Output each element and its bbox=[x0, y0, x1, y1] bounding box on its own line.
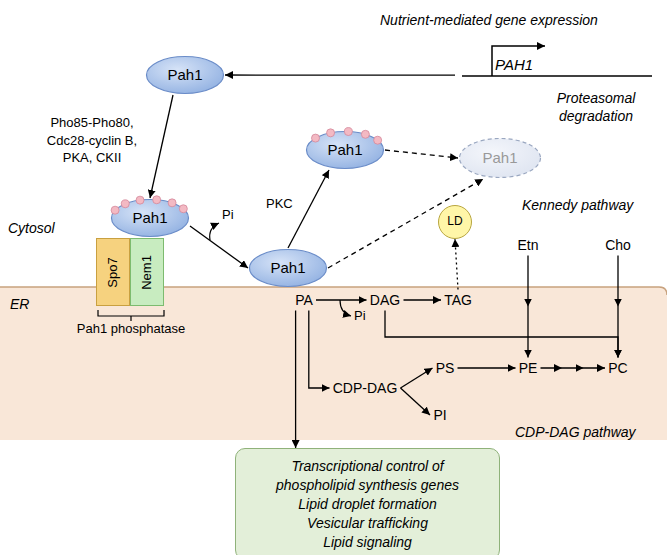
node-label: PC bbox=[608, 360, 627, 376]
precursor-name: Etn bbox=[514, 235, 542, 256]
annotation-label: Pho85-Pho80, Cdc28-cyclin B, PKA, CKII bbox=[36, 114, 148, 167]
connector bbox=[295, 311, 296, 449]
annotation-label: Pi bbox=[222, 207, 234, 223]
connector bbox=[458, 367, 516, 368]
connector bbox=[527, 256, 528, 358]
ellipse-shape bbox=[250, 250, 327, 287]
degraded-protein: Pah1 bbox=[458, 137, 542, 179]
node-label: DAG bbox=[370, 292, 400, 308]
er-membrane-band bbox=[0, 287, 667, 440]
phosphate-dot bbox=[121, 200, 129, 208]
connector bbox=[404, 299, 442, 300]
annotation-label: Pah1 phosphatase bbox=[70, 321, 192, 337]
function-text: Transcriptional control of phospholipid … bbox=[264, 457, 471, 495]
phosphate-dot bbox=[111, 206, 119, 214]
precursor-name: Cho bbox=[602, 235, 634, 256]
phosphate-dot bbox=[344, 128, 352, 136]
lipid-name: PE bbox=[516, 358, 541, 379]
node-label: CDP-DAG bbox=[333, 380, 398, 396]
node-label: PA bbox=[295, 292, 313, 308]
gene-promoter-arrow bbox=[492, 46, 545, 76]
edge-label: PKC bbox=[264, 196, 295, 212]
phosphate-dot bbox=[136, 196, 144, 204]
connector bbox=[401, 368, 433, 388]
lipid-name: PC bbox=[605, 358, 631, 379]
function-text: Vesicular trafficking bbox=[264, 514, 471, 533]
ellipse-shape bbox=[147, 57, 224, 94]
node-label: LD bbox=[447, 215, 462, 229]
phosphate-dot bbox=[327, 129, 335, 137]
node-label: PI bbox=[433, 407, 446, 423]
connector bbox=[309, 311, 330, 389]
node-label: PAH1 bbox=[495, 56, 533, 73]
lipid-name: DAG bbox=[367, 290, 404, 311]
connector bbox=[541, 367, 606, 368]
ellipse-shape bbox=[112, 200, 189, 237]
node-label: Pah1 bbox=[327, 141, 362, 158]
annotation-label: Proteasomal degradation bbox=[540, 90, 652, 125]
connector bbox=[190, 226, 248, 268]
phosphate-dot bbox=[168, 199, 176, 207]
node-label: Pah1 bbox=[167, 66, 202, 83]
connector bbox=[316, 299, 367, 300]
annotation-label: Nutrient-mediated gene expression bbox=[380, 12, 598, 30]
gene-label: PAH1 bbox=[455, 36, 650, 80]
connector bbox=[225, 74, 455, 75]
bracket bbox=[98, 310, 164, 321]
connector bbox=[385, 311, 618, 358]
node-label: Cho bbox=[605, 237, 631, 253]
gene-baseline bbox=[462, 75, 652, 77]
phosphate-release-arrow bbox=[210, 223, 219, 240]
membrane-protein: Spo7 bbox=[96, 238, 130, 306]
function-box: Transcriptional control of phospholipid … bbox=[235, 448, 500, 555]
function-text: Lipid droplet formation bbox=[264, 495, 471, 514]
node-label: TAG bbox=[444, 292, 472, 308]
node-label: Spo7 bbox=[106, 257, 121, 287]
lipid-name: CDP-DAG bbox=[330, 378, 401, 399]
ellipse-shape bbox=[460, 139, 541, 178]
connector bbox=[150, 95, 173, 198]
node-label: Pah1 bbox=[270, 259, 305, 276]
membrane-protein: Nem1 bbox=[130, 238, 164, 306]
connector bbox=[455, 239, 458, 290]
protein-ellipse: Pah1 bbox=[248, 248, 328, 288]
node-label: Nem1 bbox=[140, 255, 155, 290]
phosphate-dot bbox=[374, 136, 382, 144]
phosphorylated-protein: Pah1 bbox=[305, 130, 385, 170]
annotation-label: Kennedy pathway bbox=[522, 197, 633, 215]
annotation-label: CDP-DAG pathway bbox=[515, 424, 636, 442]
phosphate-dot bbox=[361, 130, 369, 138]
node-label: Etn bbox=[517, 237, 538, 253]
node-label: PS bbox=[436, 360, 455, 376]
phosphate-dot bbox=[179, 205, 187, 213]
lipid-name: PI bbox=[430, 405, 450, 426]
protein-ellipse: Pah1 bbox=[145, 55, 225, 95]
lipid-droplet: LD bbox=[438, 205, 472, 239]
annotation-label: Cytosol bbox=[8, 220, 55, 238]
node-label: Pah1 bbox=[482, 149, 517, 166]
annotation-label: ER bbox=[10, 296, 29, 314]
node-label: Pah1 bbox=[132, 209, 167, 226]
connector bbox=[385, 150, 458, 158]
ellipse-shape bbox=[307, 132, 384, 169]
phosphorylated-protein: Pah1 bbox=[110, 198, 190, 238]
connector bbox=[328, 179, 483, 268]
phosphate-dot bbox=[153, 196, 161, 204]
annotation-label: Pi bbox=[354, 308, 366, 324]
lipid-name: PA bbox=[292, 290, 316, 311]
phosphate-dot bbox=[312, 134, 320, 142]
lipid-name: TAG bbox=[441, 290, 475, 311]
connector bbox=[617, 256, 618, 358]
node-label: PE bbox=[519, 360, 538, 376]
phosphate-release-arrow bbox=[340, 300, 351, 316]
connector bbox=[401, 388, 431, 415]
function-text: Lipid signaling bbox=[264, 533, 471, 552]
lipid-name: PS bbox=[433, 358, 458, 379]
